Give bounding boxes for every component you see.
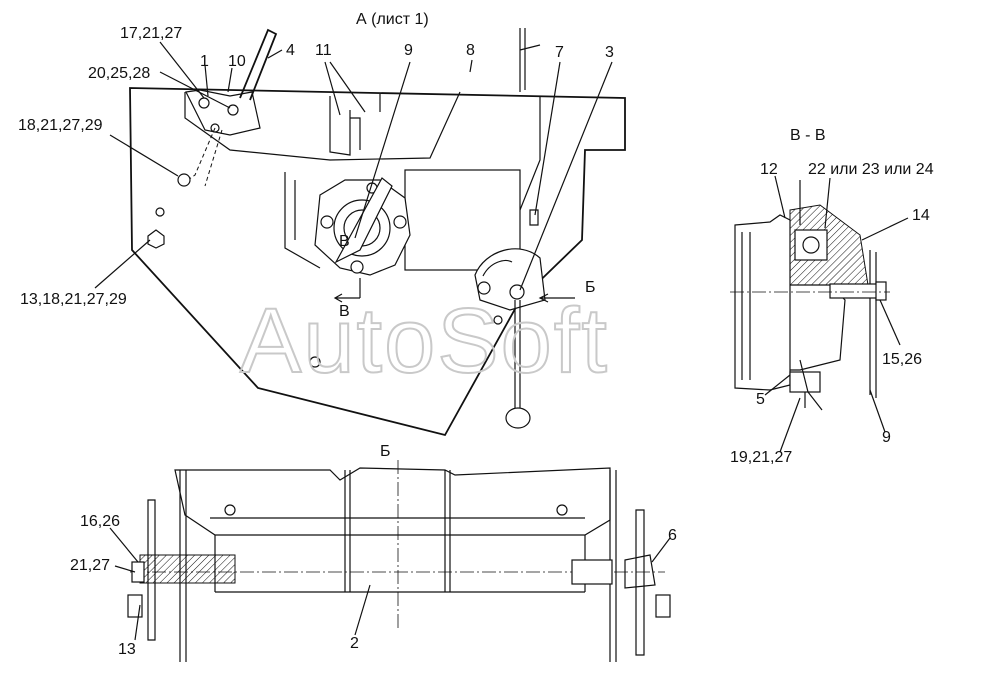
view-a: [129, 28, 626, 437]
bolt-18: [177, 173, 191, 187]
callouts-view-a: 17,21,27 20,25,28 1 10 4 11 9 8 7 3 18,2…: [18, 25, 614, 308]
b-bolt-left: [224, 504, 236, 516]
callouts-section-vv: 12 22 или 23 или 24 14 15,26 5 9 19,21,2…: [730, 161, 934, 466]
upper-cover-inner: [519, 96, 541, 211]
section-vv: [730, 180, 890, 411]
vv-bolt-head: [875, 281, 887, 301]
b-roller-body: [210, 517, 586, 593]
lever-4: [239, 28, 278, 101]
vv-plate-9: [799, 359, 823, 411]
bolt-13: [147, 229, 165, 249]
hole-2: [309, 356, 321, 368]
bracket-11: [329, 94, 381, 156]
flange-bolt-2: [393, 215, 407, 229]
callout-14: 14: [912, 207, 930, 224]
vv-bolt-15: [829, 283, 881, 299]
hole-1: [155, 207, 165, 217]
callout-8: 8: [466, 42, 475, 59]
vv-bearing-22: [794, 229, 828, 261]
vv-shell-left: [741, 232, 751, 380]
top-rod: [519, 28, 541, 92]
b-roller-top: [174, 467, 611, 536]
vv-ball: [802, 236, 820, 254]
vv-hub: [789, 204, 869, 286]
b-left-disc: [147, 499, 156, 641]
vv-plate-14: [869, 250, 877, 398]
b-joint-2: [444, 470, 451, 592]
vv-body: [734, 214, 791, 391]
b-right-disc: [635, 509, 645, 656]
callout-21-27: 21,27: [70, 557, 110, 574]
callout-1: 1: [200, 53, 209, 70]
quadrant-slot: [482, 259, 513, 277]
b-left-shaft: [139, 554, 236, 584]
callout-16-26: 16,26: [80, 513, 120, 530]
b-right-nut: [655, 594, 671, 618]
view-titles: А (лист 1) В - В Б Б В В: [339, 11, 826, 460]
arrow-v-label: В: [339, 303, 350, 320]
b-right-bracket: [624, 554, 656, 589]
callout-11: 11: [315, 42, 332, 59]
handle-knob: [505, 407, 531, 429]
callout-3: 3: [605, 44, 614, 61]
leader-lines: [94, 41, 909, 641]
callout-13-b: 13: [118, 641, 136, 658]
upper-cover: [184, 91, 461, 161]
bracket-bolt-1: [198, 97, 210, 109]
cable-7: [529, 209, 539, 226]
callout-10: 10: [228, 53, 246, 70]
bracket-bolt-2: [227, 104, 239, 116]
callout-13-18-21-27-29: 13,18,21,27,29: [20, 291, 127, 308]
callout-5: 5: [756, 391, 765, 408]
callout-18-21-27-29: 18,21,27,29: [18, 117, 103, 134]
callout-2: 2: [350, 635, 359, 652]
view-a-title: А (лист 1): [356, 11, 429, 28]
b-joint-1: [344, 470, 351, 592]
callout-7: 7: [555, 44, 564, 61]
quadrant-bolt: [477, 281, 491, 295]
housing-outline: [129, 87, 626, 437]
bearing-outer: [333, 199, 391, 257]
center-v-label: В: [339, 233, 350, 250]
b-bolt-right: [556, 504, 568, 516]
handle-rod: [514, 300, 521, 415]
flange-bolt-1: [320, 215, 334, 229]
callout-9-vv: 9: [882, 429, 891, 446]
callout-9: 9: [404, 42, 413, 59]
section-arrow-b: [538, 293, 575, 303]
lever-9: [334, 177, 393, 264]
callout-19-21-27: 19,21,27: [730, 449, 792, 466]
b-right-hub: [571, 559, 613, 585]
callout-15-26: 15,26: [882, 351, 922, 368]
watermark: AutoSoft: [240, 290, 609, 392]
arrow-b-label: Б: [585, 279, 596, 296]
vv-lower: [790, 284, 846, 371]
flange-bolt-3: [350, 260, 364, 274]
view-b-title: Б: [380, 443, 391, 460]
callout-4: 4: [286, 42, 295, 59]
callouts-view-b: 16,26 21,27 13 2 6: [70, 513, 677, 658]
callout-20-25-28: 20,25,28: [88, 65, 150, 82]
callout-17-21-27: 17,21,27: [120, 25, 182, 42]
callout-12: 12: [760, 161, 778, 178]
linkage-rod: [184, 127, 223, 187]
section-vv-title: В - В: [790, 127, 826, 144]
small-pivot: [493, 315, 503, 325]
view-b: [127, 460, 671, 662]
callout-22-23-24: 22 или 23 или 24: [808, 161, 934, 178]
callout-6: 6: [668, 527, 677, 544]
left-bracket: [185, 89, 261, 136]
section-arrow-v: [333, 293, 360, 303]
side-plate: [284, 172, 321, 269]
